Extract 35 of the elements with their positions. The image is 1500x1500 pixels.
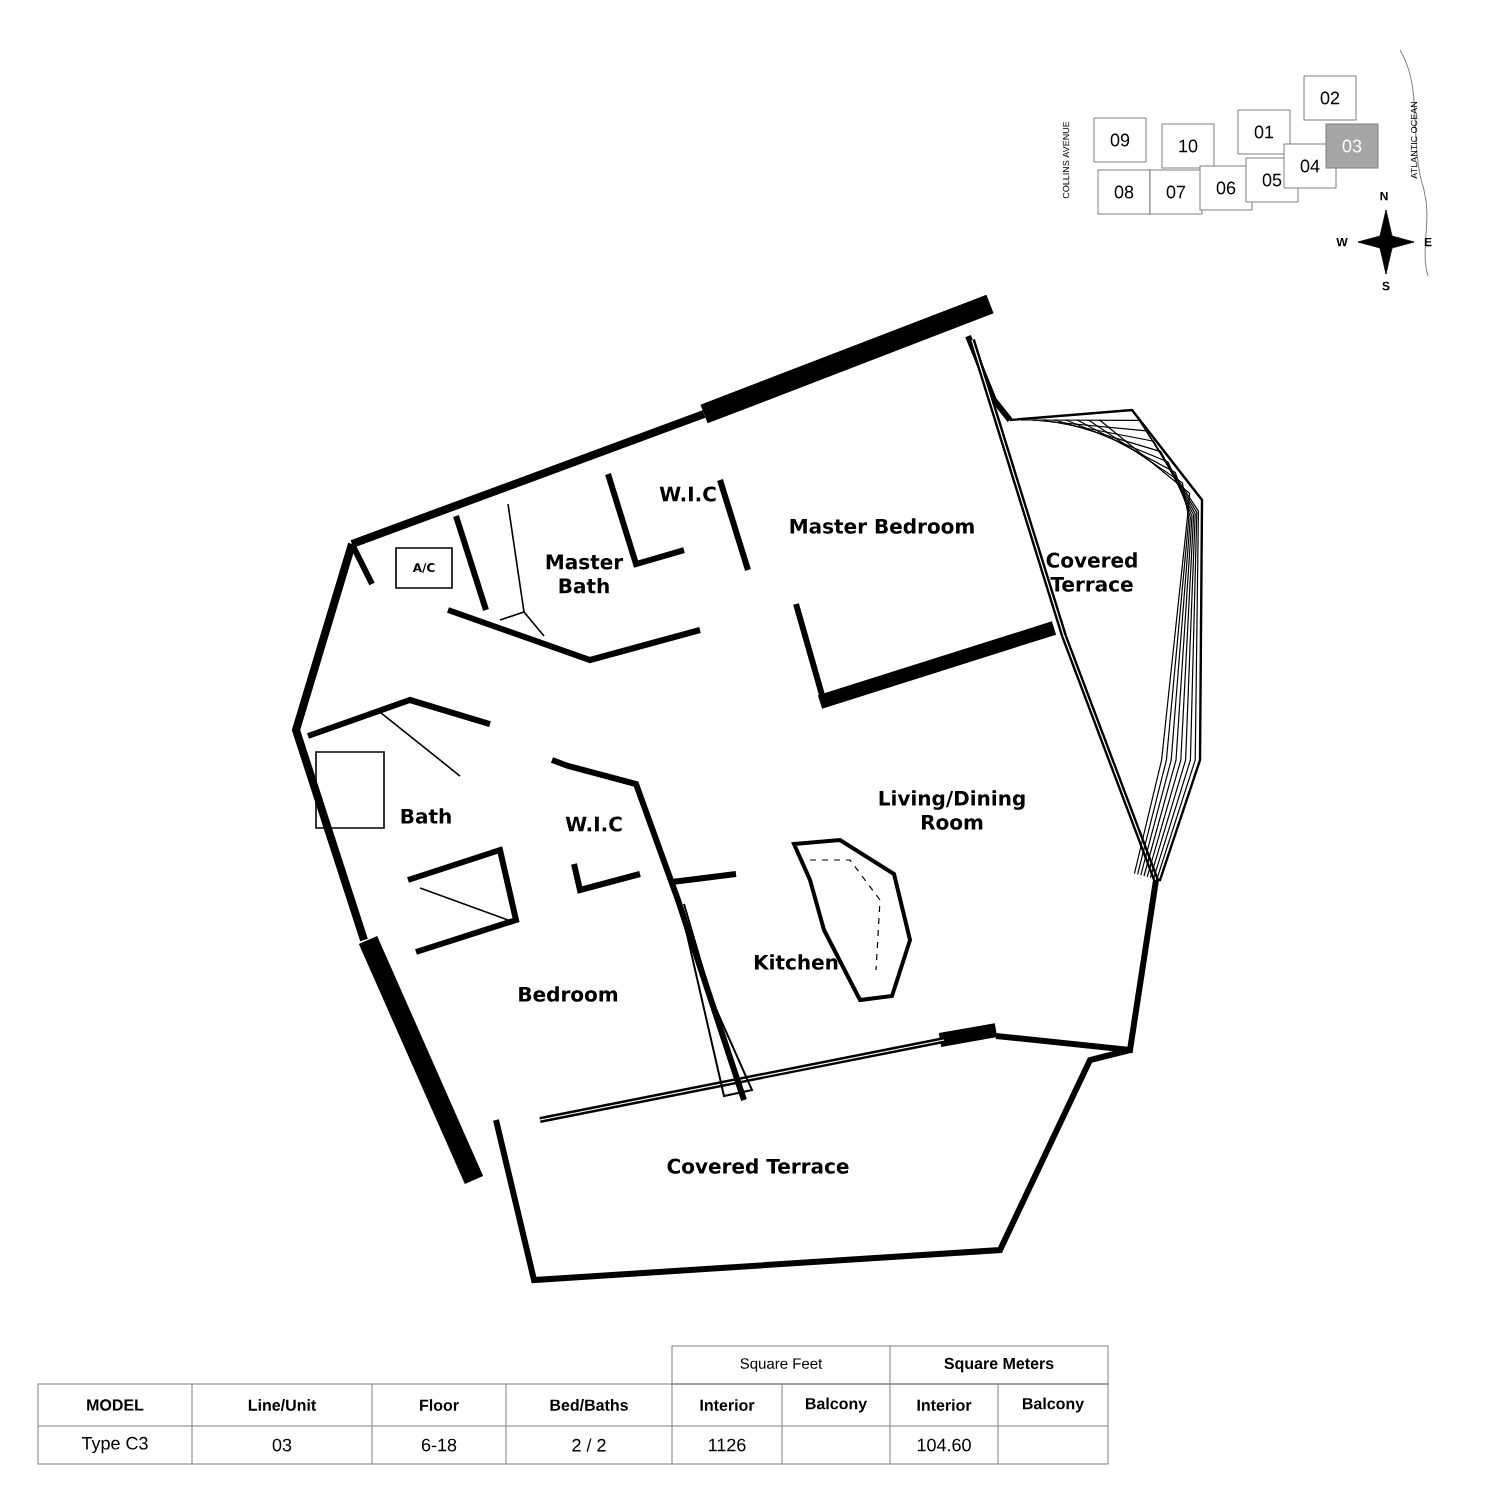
table-header: Interior bbox=[917, 1399, 972, 1411]
unit-number: 04 bbox=[1300, 159, 1320, 173]
table-header: Balcony bbox=[1022, 1397, 1085, 1413]
table-header: Bed/Baths bbox=[550, 1399, 628, 1411]
table-cell: 03 bbox=[272, 1438, 292, 1452]
table-header: Balcony bbox=[805, 1397, 868, 1413]
room-label: Kitchen bbox=[754, 954, 838, 970]
unit-number: 09 bbox=[1110, 133, 1130, 147]
room-label: Bath bbox=[401, 808, 451, 824]
unit-number: 05 bbox=[1262, 173, 1282, 187]
room-label: Covered Terrace bbox=[667, 1158, 849, 1174]
room-label: Master Bath bbox=[546, 554, 624, 594]
table-header: Line/Unit bbox=[248, 1399, 317, 1411]
table-header: Floor bbox=[420, 1399, 459, 1411]
table-cell: Type C3 bbox=[81, 1436, 148, 1454]
room-label: Bedroom bbox=[519, 986, 618, 1002]
table-header: MODEL bbox=[87, 1399, 144, 1411]
table-header: Square Meters bbox=[944, 1357, 1054, 1373]
unit-number: 06 bbox=[1216, 181, 1236, 195]
table-cell: 2 / 2 bbox=[572, 1438, 606, 1452]
room-label: Living/Dining Room bbox=[879, 790, 1025, 830]
room-label: W.I.C bbox=[659, 486, 716, 502]
room-label: Master Bedroom bbox=[790, 518, 974, 534]
table-cell: 6-18 bbox=[421, 1438, 457, 1452]
room-label: Covered Terrace bbox=[1046, 552, 1137, 592]
table-header: Interior bbox=[700, 1399, 755, 1411]
unit-number: 08 bbox=[1114, 185, 1134, 199]
unit-number: 07 bbox=[1166, 185, 1186, 199]
unit-number: 10 bbox=[1179, 139, 1198, 153]
table-cell: 104.60 bbox=[917, 1438, 971, 1452]
unit-number: 02 bbox=[1320, 91, 1340, 105]
unit-number: 01 bbox=[1254, 125, 1274, 139]
unit-number: 03 bbox=[1342, 139, 1362, 153]
room-label: W.I.C bbox=[565, 816, 622, 832]
table-cell: 1126 bbox=[709, 1438, 746, 1452]
